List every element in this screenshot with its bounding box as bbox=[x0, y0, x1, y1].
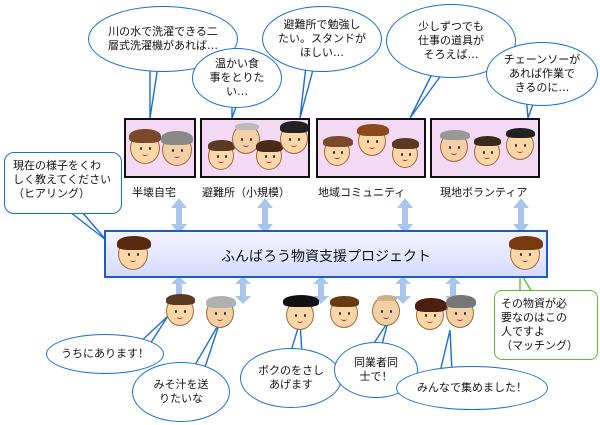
panel-evacuation-shelter bbox=[200, 118, 310, 178]
face-supporter-boy-icon bbox=[166, 294, 195, 326]
bubble-text: 同業者同 士で！ bbox=[354, 356, 398, 383]
arrow-updown bbox=[397, 198, 413, 234]
face-elderly-man-icon bbox=[232, 123, 260, 154]
bubble-tail bbox=[299, 65, 315, 119]
face-woman-bun-icon bbox=[280, 121, 309, 154]
bubble-text: 少しずつでも 仕事の道具が そろえば… bbox=[418, 20, 484, 61]
face-girl-pigtails-icon bbox=[357, 124, 389, 156]
face-girl-icon bbox=[323, 136, 353, 166]
arrow-updown bbox=[513, 198, 529, 234]
panel-damaged-home bbox=[124, 118, 196, 178]
bubble-text: チェーンソーが あれば作業で きるのに… bbox=[503, 53, 581, 94]
bubble-text: 川の水で洗濯できる二 層式洗濯機があれば… bbox=[108, 25, 218, 52]
face-supporter-grandmother-icon bbox=[446, 295, 476, 328]
panel-local-volunteers bbox=[430, 118, 540, 178]
top-bubble-study-lamp: 避難所で勉強し たい。スタンドが ほしい… bbox=[262, 6, 382, 72]
arrow-updown bbox=[395, 276, 411, 304]
bubble-text: 温かい食 事をとりた い… bbox=[209, 57, 265, 98]
bubble-tail bbox=[409, 73, 444, 119]
face-woman-icon bbox=[256, 140, 283, 170]
bubble-text: みそ汁を送 りたいな bbox=[153, 378, 209, 405]
face-staff-woman-icon bbox=[117, 236, 151, 270]
face-boy-icon bbox=[208, 140, 235, 170]
bubble-tail bbox=[149, 65, 159, 119]
panel-local-community bbox=[316, 118, 426, 178]
face-supporter-bald-man-icon bbox=[372, 295, 400, 326]
project-banner: ふんばろう物資支援プロジェクト bbox=[104, 230, 548, 278]
face-staff-woman-icon bbox=[509, 236, 543, 270]
matching-box: その物資が必 要なのはこの 人ですよ （マッチング） bbox=[494, 290, 598, 360]
face-supporter-grandmother-icon bbox=[206, 296, 236, 328]
top-bubble-chainsaw: チェーンソーが あれば作業で きるのに… bbox=[486, 42, 598, 106]
face-elderly-man-icon bbox=[440, 130, 470, 162]
panel-label-evacuation-shelter: 避難所（小規模） bbox=[202, 186, 290, 199]
bubble-text: ボクのをさし あげます bbox=[258, 364, 324, 391]
bottom-bubble-collected: みんなで集めました！ bbox=[396, 366, 548, 410]
panel-label-local-volunteers: 現地ボランティア bbox=[440, 186, 528, 199]
panel-label-local-community: 地域コミュニティ bbox=[318, 186, 406, 199]
top-bubble-warm-meal: 温かい食 事をとりた い… bbox=[192, 48, 282, 108]
face-supporter-woman-icon bbox=[415, 298, 447, 330]
arrows-top bbox=[171, 198, 529, 234]
face-boy-icon bbox=[392, 138, 419, 168]
panel-label-damaged-home: 半壊自宅 bbox=[132, 186, 176, 199]
bubble-text: 避難所で勉強し たい。スタンドが ほしい… bbox=[278, 18, 366, 59]
face-elderly-woman-icon bbox=[161, 131, 193, 166]
bubble-tail bbox=[67, 211, 107, 241]
bottom-bubble-have-it: うちにあります！ bbox=[46, 334, 164, 374]
hearing-box: 現在の様子をくわ しく教えてください （ヒアリング） bbox=[4, 152, 122, 214]
bubble-text: みんなで集めました！ bbox=[417, 381, 527, 394]
arrow-updown bbox=[171, 198, 187, 234]
face-supporter-boy-icon bbox=[330, 296, 359, 328]
bubble-tail bbox=[439, 329, 453, 373]
face-girl-icon bbox=[129, 129, 161, 164]
face-supporter-child-ears-icon bbox=[283, 295, 319, 330]
bottom-bubble-miso-soup: みそ汁を送 りたいな bbox=[132, 362, 230, 422]
bottom-bubble-give-mine: ボクのをさし あげます bbox=[240, 348, 342, 408]
top-bubble-laundry: 川の水で洗濯できる二 層式洗濯機があれば… bbox=[88, 6, 238, 72]
face-man-icon bbox=[506, 128, 535, 160]
bubble-text: うちにあります！ bbox=[61, 347, 149, 360]
arrow-updown bbox=[257, 198, 273, 234]
arrow-updown bbox=[235, 276, 251, 304]
project-title: ふんばろう物資支援プロジェクト bbox=[221, 249, 431, 265]
face-man-icon bbox=[474, 136, 501, 166]
